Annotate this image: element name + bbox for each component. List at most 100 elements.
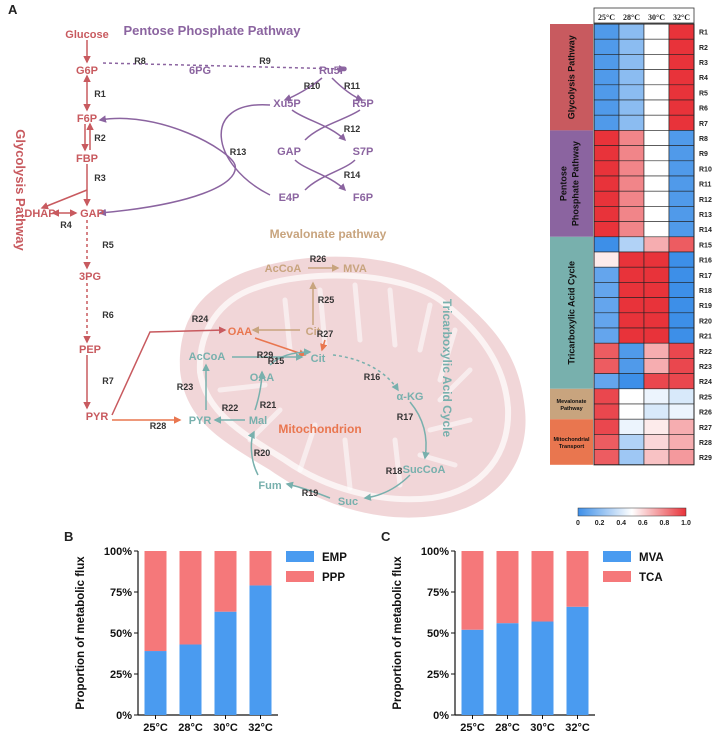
- y-axis-title: Proportion of metabolic flux: [75, 556, 87, 710]
- heatmap-cell: [593, 206, 620, 222]
- reaction-label-r28: R28: [150, 421, 167, 431]
- panel-label-b: B: [64, 529, 73, 544]
- reaction-labels: R1 R2 R3 R4 R5 R6 R7 R8 R9 R10 R11 R12 R…: [60, 56, 413, 498]
- reaction-label-r24: R24: [192, 314, 209, 324]
- heatmap-row-label: R12: [699, 197, 712, 204]
- heatmap-row-label: R24: [699, 379, 712, 386]
- reaction-label-r7: R7: [102, 376, 114, 386]
- heatmap-cell: [618, 69, 645, 86]
- heatmap-cell: [593, 251, 620, 268]
- heatmap-cell: [618, 54, 645, 70]
- heatmap-temp-label: 32°C: [673, 13, 690, 22]
- reaction-label-r8: R8: [134, 56, 146, 66]
- heatmap-row-label: R1: [699, 30, 708, 37]
- reaction-label-r5: R5: [102, 240, 114, 250]
- heatmap-cell: [643, 403, 670, 420]
- heatmap-group-band: [550, 388, 593, 420]
- colorbar-gradient: [577, 507, 687, 517]
- heatmap-row-label: R19: [699, 303, 712, 310]
- metabolite-dhap: DHAP: [24, 208, 55, 220]
- glycolysis-title: Glycolysis Pathway: [13, 129, 28, 251]
- reaction-label-r11: R11: [344, 81, 360, 91]
- heatmap-cell: [643, 145, 670, 162]
- heatmap-group-band: [550, 236, 593, 389]
- heatmap-cell: [643, 221, 670, 238]
- heatmap-cell: [643, 114, 670, 131]
- heatmap-row-label: R5: [699, 90, 708, 97]
- heatmap-cell: [668, 251, 695, 268]
- heatmap-cell: [618, 114, 645, 131]
- heatmap-cell: [643, 327, 670, 344]
- metabolite-pep: PEP: [79, 344, 101, 356]
- heatmap-cell: [618, 175, 645, 192]
- reaction-label-r3: R3: [94, 173, 106, 183]
- heatmap-cell: [643, 190, 670, 207]
- heatmap-cell: [618, 23, 645, 40]
- reaction-label-r18: R18: [386, 466, 403, 476]
- heatmap-group-label: Pentose: [559, 166, 569, 201]
- reaction-label-r16: R16: [364, 372, 381, 382]
- y-tick-label: 50%: [427, 628, 449, 640]
- heatmap-cell: [668, 358, 695, 374]
- metabolite-ru5p: Ru5P: [319, 65, 347, 77]
- heatmap-temp-label: 28°C: [623, 13, 640, 22]
- bar-emp: [249, 585, 272, 715]
- heatmap-cell: [593, 69, 620, 86]
- heatmap-cell: [618, 251, 645, 268]
- metabolite-succoa: SucCoA: [403, 464, 446, 476]
- x-tick-label: 25°C: [460, 722, 485, 734]
- heatmap-cell: [593, 38, 620, 55]
- heatmap-cell: [593, 418, 620, 435]
- heatmap-group-label: Transport: [559, 444, 585, 450]
- legend-label: PPP: [322, 572, 345, 584]
- heatmap-row-label: R26: [699, 410, 712, 417]
- y-tick-label: 100%: [421, 546, 449, 558]
- reaction-label-r1: R1: [94, 89, 106, 99]
- heatmap-cell: [618, 99, 645, 116]
- metabolite-pyr-mito: PYR: [189, 415, 212, 427]
- heatmap-cell: [668, 327, 695, 344]
- heatmap-row-label: R13: [699, 212, 712, 219]
- bar-ppp: [214, 551, 237, 612]
- tca-arrows: [202, 348, 430, 501]
- heatmap-cell: [618, 130, 645, 146]
- legend-swatch: [603, 551, 631, 562]
- heatmap-cell: [668, 69, 695, 86]
- heatmap-cell: [618, 221, 645, 238]
- heatmap-cell: [593, 342, 620, 359]
- heatmap-row-label: R4: [699, 75, 708, 82]
- heatmap-group-band: [550, 419, 593, 465]
- bar-emp: [214, 611, 237, 715]
- reaction-label-r27: R27: [317, 329, 334, 339]
- heatmap-cell: [593, 373, 620, 390]
- x-tick-label: 28°C: [178, 722, 203, 734]
- heatmap-cell: [668, 373, 695, 390]
- heatmap-cell: [618, 327, 645, 344]
- heatmap-cell: [643, 175, 670, 192]
- heatmap-cell: [618, 282, 645, 298]
- bar-mva: [496, 623, 519, 715]
- metabolite-f6p: F6P: [77, 113, 97, 125]
- heatmap-row-label: R7: [699, 121, 708, 128]
- heatmap-row-label: R21: [699, 334, 712, 341]
- heatmap-cell: [593, 221, 620, 238]
- heatmap-cell: [668, 297, 695, 314]
- bar-emp: [144, 651, 167, 715]
- legend-label: MVA: [639, 552, 664, 564]
- metabolite-gap: GAP: [80, 208, 104, 220]
- reaction-label-r10: R10: [304, 81, 321, 91]
- chart-b: Proportion of metabolic flux0%25%50%75%1…: [75, 546, 347, 734]
- heatmap-cell: [668, 449, 695, 466]
- metabolite-suc: Suc: [338, 496, 358, 508]
- heatmap-cell: [618, 145, 645, 162]
- metabolite-6pg: 6PG: [189, 65, 211, 77]
- heatmap-row-label: R29: [699, 455, 712, 462]
- y-tick-label: 0%: [116, 710, 132, 722]
- heatmap-cell: [593, 175, 620, 192]
- metabolite-oaa-mito: OAA: [250, 372, 275, 384]
- heatmap-cell: [593, 130, 620, 146]
- colorbar-tick: 0: [576, 520, 580, 527]
- heatmap-row-label: R8: [699, 136, 708, 143]
- reaction-label-r20: R20: [254, 448, 271, 458]
- reaction-label-r6: R6: [102, 310, 114, 320]
